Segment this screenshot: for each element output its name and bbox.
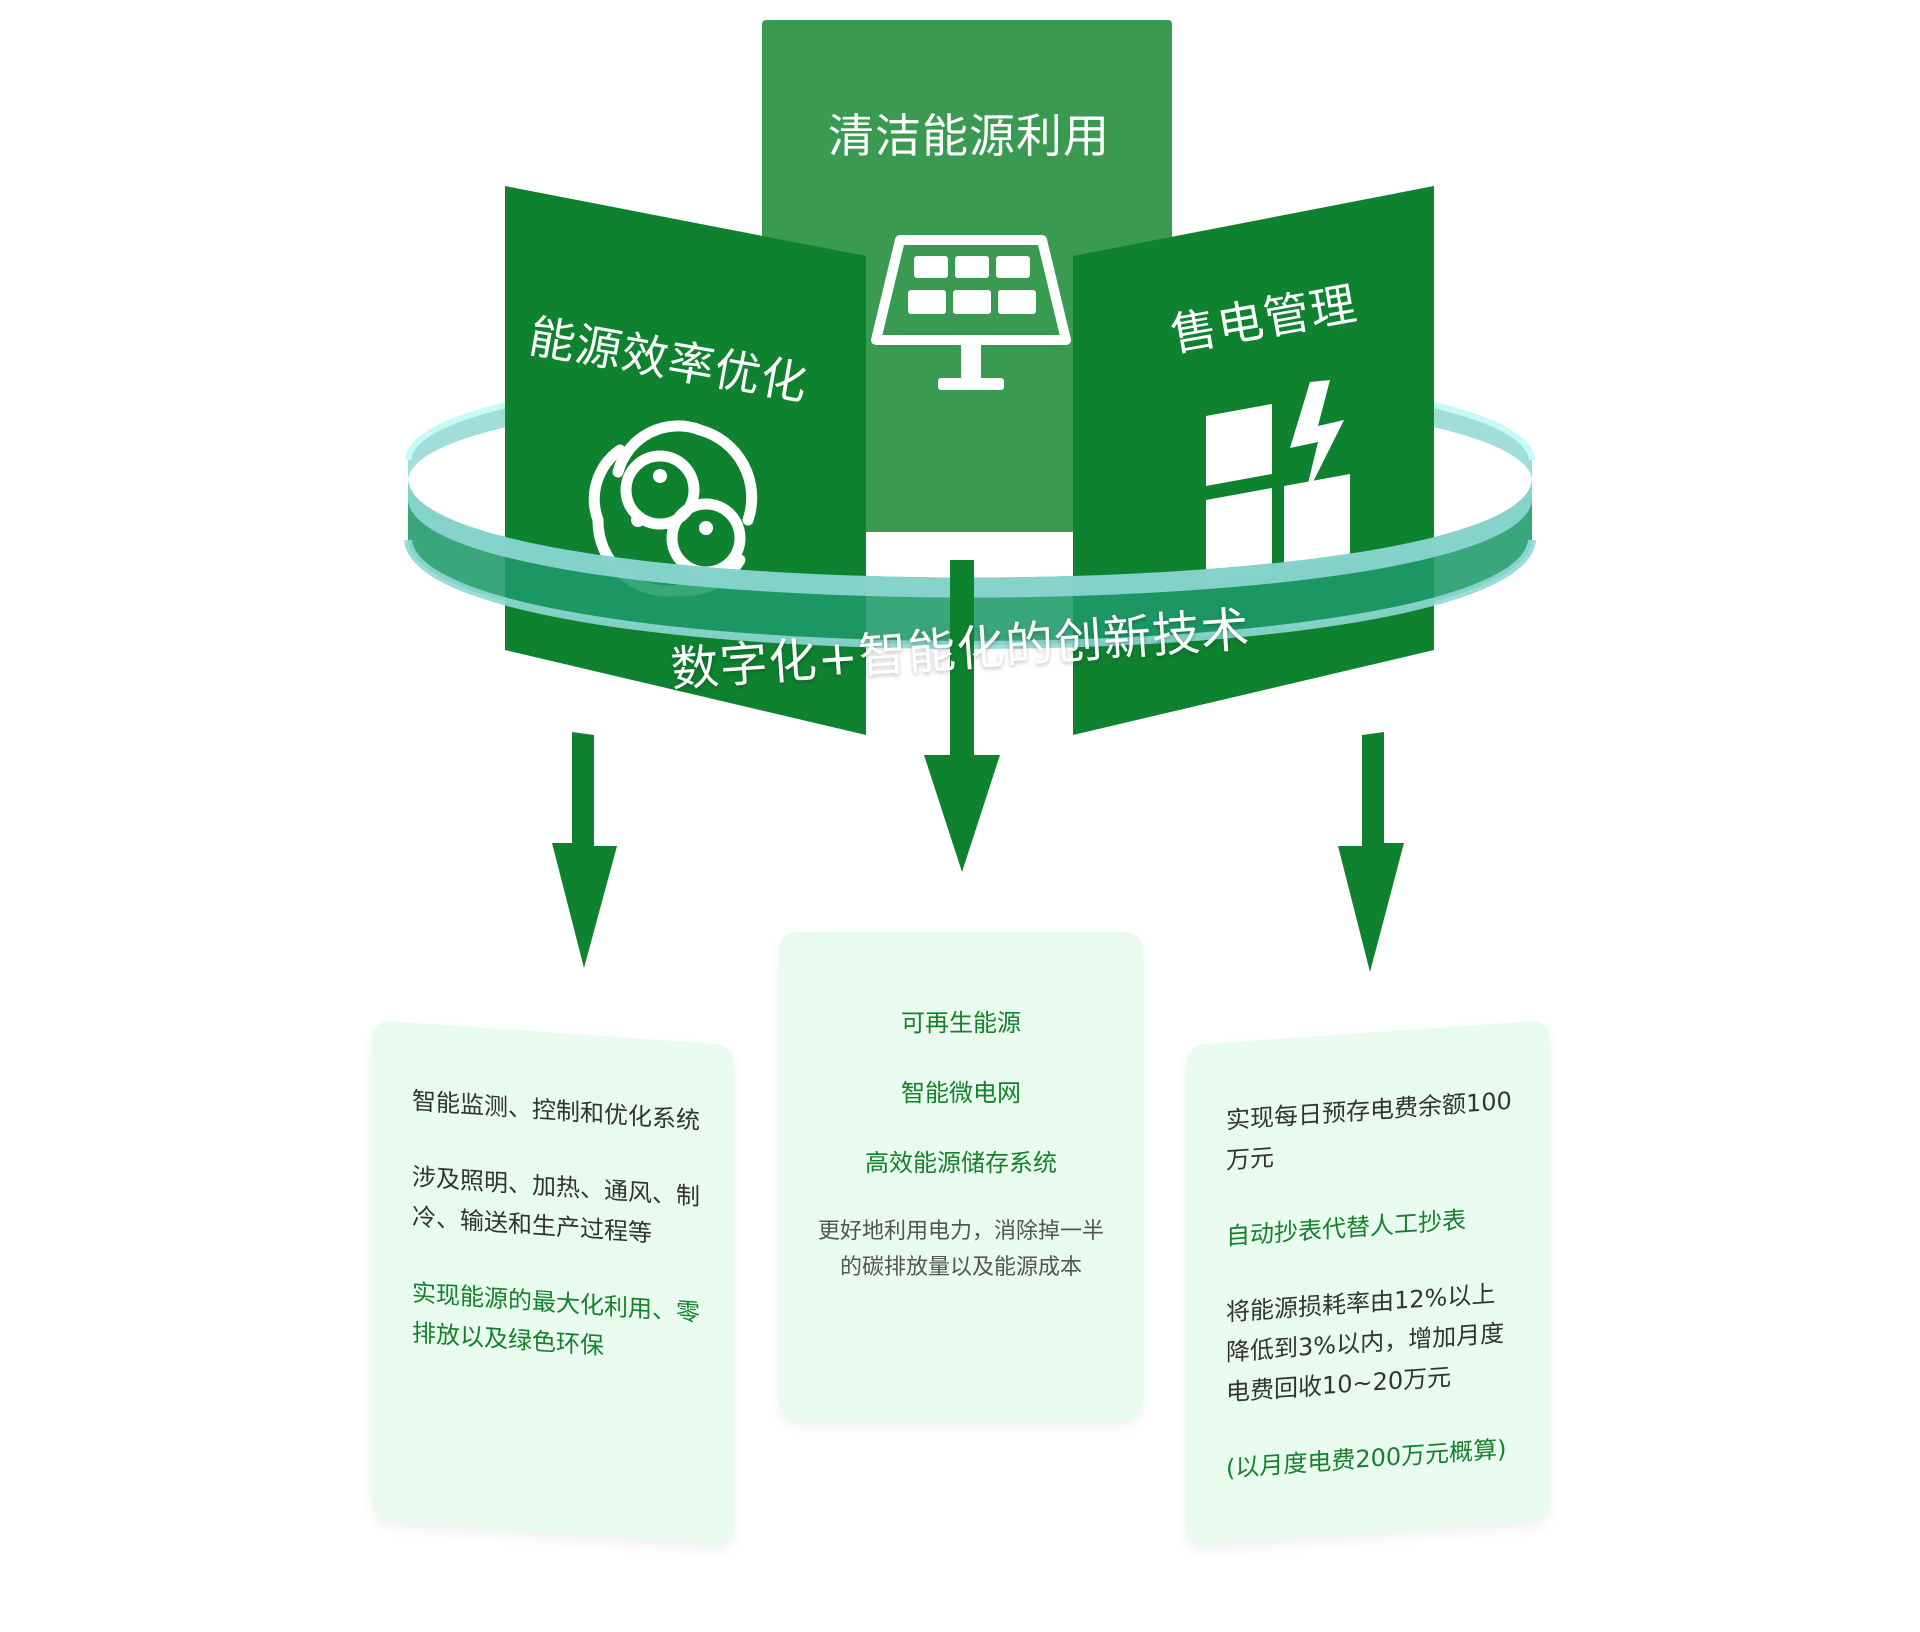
card-mid-item3: 高效能源储存系统 bbox=[865, 1149, 1057, 1177]
arrow-left bbox=[552, 732, 617, 968]
card-mid-item2: 智能微电网 bbox=[901, 1079, 1021, 1107]
solar-panel-icon bbox=[871, 235, 1071, 390]
card-right-line1: 实现每日预存电费余额100万元 bbox=[1226, 1086, 1512, 1175]
card-left-line2: 涉及照明、加热、通风、制冷、输送和生产过程等 bbox=[412, 1162, 700, 1248]
arrow-center bbox=[924, 560, 1000, 872]
card-mid-item1: 可再生能源 bbox=[901, 1009, 1021, 1037]
card-left-line1: 智能监测、控制和优化系统 bbox=[412, 1086, 700, 1135]
card-electricity-sales: 实现每日预存电费余额100万元 自动抄表代替人工抄表 将能源损耗率由12%以上降… bbox=[1186, 1020, 1550, 1546]
card-right-line3: 将能源损耗率由12%以上降低到3%以内，增加月度电费回收10~20万元 bbox=[1226, 1279, 1505, 1407]
card-right-line4: (以月度电费200万元概算) bbox=[1226, 1435, 1507, 1483]
center-panel-title: 清洁能源利用 bbox=[828, 109, 1110, 163]
arrow-right bbox=[1338, 732, 1404, 972]
card-clean-energy: 可再生能源 智能微电网 高效能源储存系统 更好地利用电力，消除掉一半的碳排放量以… bbox=[779, 932, 1143, 1420]
card-mid-desc: 更好地利用电力，消除掉一半的碳排放量以及能源成本 bbox=[817, 1219, 1104, 1280]
grid-lightning-icon bbox=[1206, 380, 1350, 584]
ring-front-top bbox=[408, 480, 1532, 598]
card-right-line2: 自动抄表代替人工抄表 bbox=[1226, 1205, 1466, 1251]
card-left-line3: 实现能源的最大化利用、零排放以及绿色环保 bbox=[412, 1278, 700, 1361]
ring-front bbox=[408, 480, 1532, 645]
card-energy-efficiency: 智能监测、控制和优化系统 涉及照明、加热、通风、制冷、输送和生产过程等 实现能源… bbox=[372, 1020, 734, 1546]
